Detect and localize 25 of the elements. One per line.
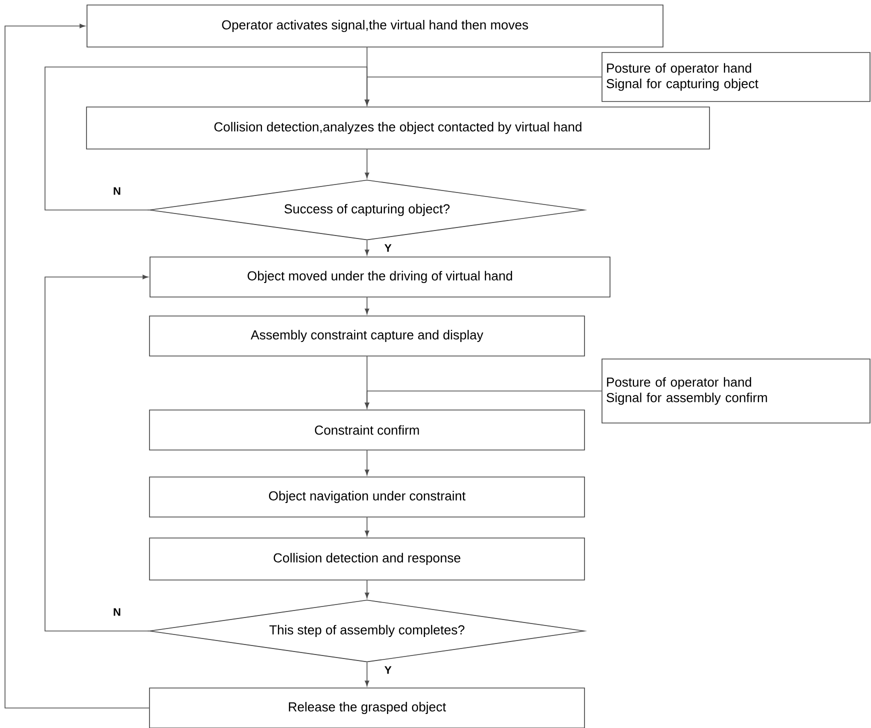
arrow [364, 450, 370, 476]
arrow [364, 580, 370, 598]
edge-label: N [112, 607, 122, 617]
arrow [364, 240, 370, 256]
process-box: Collision detection,analyzes the object contacted by virtual hand [86, 106, 710, 150]
arrow [44, 274, 150, 632]
arrow [364, 662, 370, 686]
process-box: Operator activates signal,the virtual hand then moves [86, 4, 664, 48]
arrow [364, 517, 370, 536]
process-box: Constraint confirm [149, 410, 585, 450]
arrow [364, 149, 370, 178]
arrow [44, 66, 370, 210]
edge-label: N [112, 186, 122, 196]
arrow [4, 24, 150, 708]
process-box: Object navigation under constraint [149, 476, 585, 518]
process-box: Release the grasped object [149, 688, 585, 728]
process-box: Collision detection and response [149, 538, 585, 580]
arrow [364, 297, 370, 314]
input-box: Posture of operator hand Signal for assembly confirm [602, 358, 870, 424]
edge-label: Y [383, 243, 393, 253]
process-box: Assembly constraint capture and display [149, 316, 585, 356]
input-box: Posture of operator hand Signal for capturing object [602, 52, 870, 102]
edge-label: Y [383, 665, 393, 675]
arrow [364, 390, 602, 408]
process-box: Object moved under the driving of virtual hand [150, 256, 610, 298]
